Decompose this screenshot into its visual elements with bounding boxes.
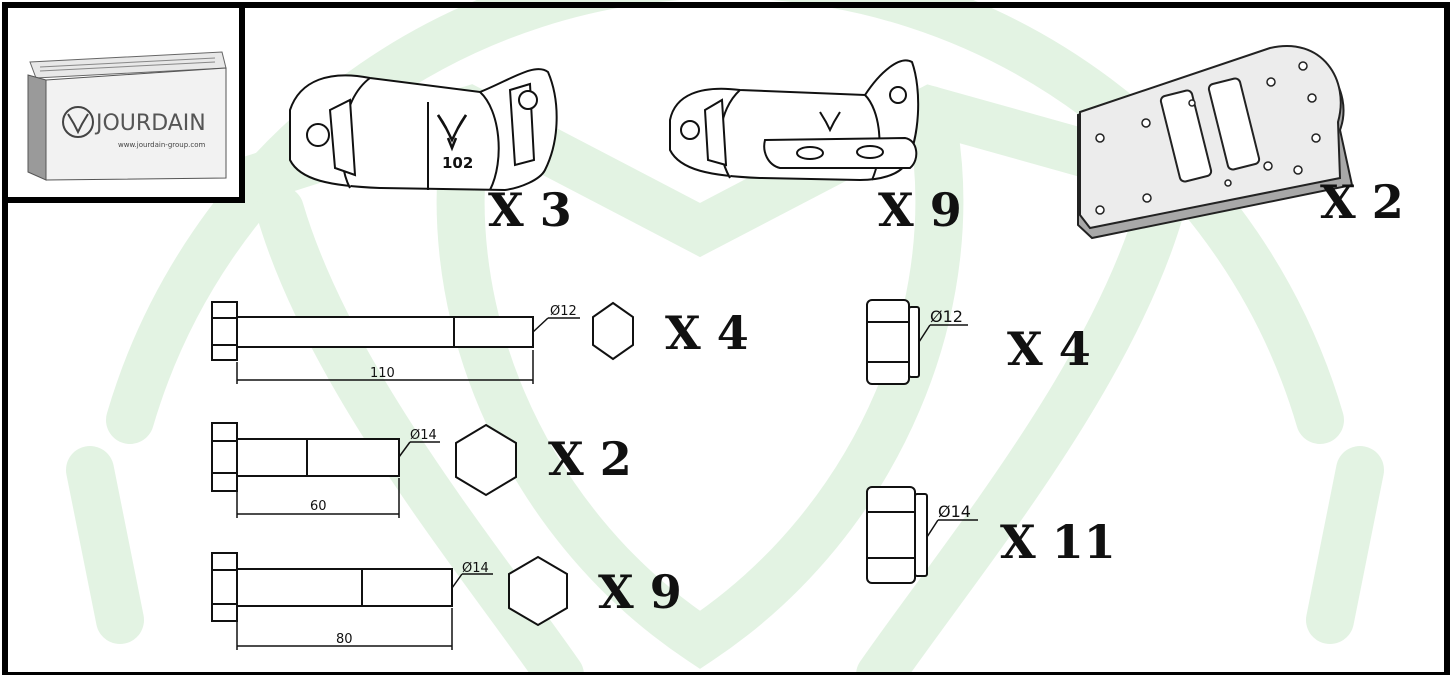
nut-m12-drawing xyxy=(866,299,968,385)
logo-brand: JOURDAIN xyxy=(94,111,206,136)
hex-head-m14-icon xyxy=(508,555,568,627)
bull-logo-icon xyxy=(62,106,94,138)
bolt-m14-80-diameter: Ø14 xyxy=(462,561,489,576)
nut-m12-quantity: X 4 xyxy=(1007,322,1091,376)
bolt-m14-60-quantity: X 2 xyxy=(548,432,632,486)
clamp-tab-drawing xyxy=(669,59,920,182)
logo-website: www.jourdain-group.com xyxy=(118,141,206,149)
clamp-large-stamp: 102 xyxy=(442,154,473,172)
nut-m14-quantity: X 11 xyxy=(1000,515,1116,569)
bolt-m14-80-quantity: X 9 xyxy=(598,565,682,619)
bolt-m12-110-length: 110 xyxy=(370,366,395,381)
bolt-m14-60-drawing xyxy=(211,422,440,518)
bolt-m14-80-drawing xyxy=(211,552,493,650)
nut-m14-drawing xyxy=(866,486,978,584)
hex-head-m12-icon xyxy=(592,301,634,361)
logo-block: JOURDAIN www.jourdain-group.com xyxy=(27,51,227,181)
bull-stamp-icon xyxy=(819,111,841,133)
bull-stamp-icon xyxy=(436,114,468,152)
hex-head-m14-icon xyxy=(455,423,517,497)
clamp-large-drawing xyxy=(289,68,558,192)
clamp-tab-quantity: X 9 xyxy=(878,183,962,237)
bolt-m14-60-diameter: Ø14 xyxy=(410,428,437,443)
bolt-m14-80-length: 80 xyxy=(336,632,353,647)
clamp-large-quantity: X 3 xyxy=(488,183,572,237)
nut-m12-diameter: Ø12 xyxy=(930,307,963,326)
nut-m14-diameter: Ø14 xyxy=(938,502,971,521)
plate-quantity: X 2 xyxy=(1320,175,1404,229)
bolt-m14-60-length: 60 xyxy=(310,499,327,514)
bolt-m12-110-quantity: X 4 xyxy=(665,306,749,360)
bolt-m12-110-diameter: Ø12 xyxy=(550,304,577,319)
bolt-m12-110-drawing xyxy=(211,301,580,384)
plate-drawing xyxy=(1077,45,1354,240)
